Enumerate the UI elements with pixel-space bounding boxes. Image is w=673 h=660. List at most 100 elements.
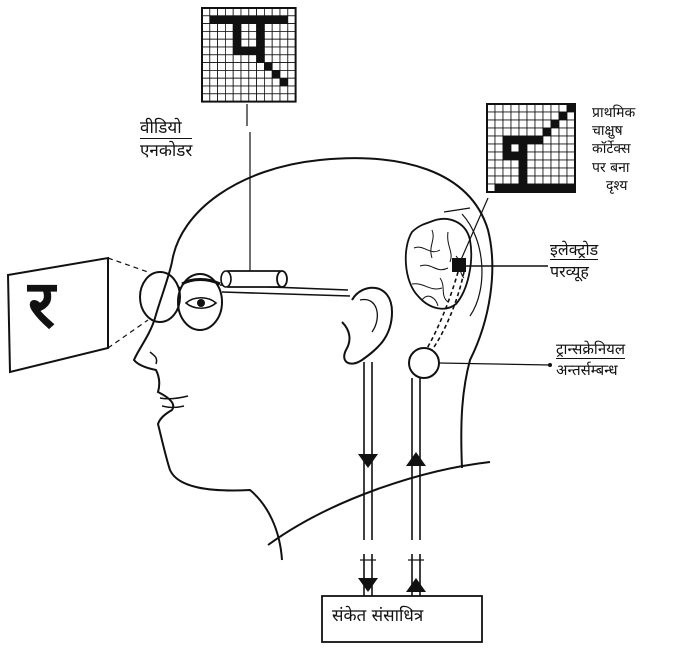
grid-cell	[272, 86, 280, 94]
downlink-cable	[364, 362, 372, 540]
grid-cell	[257, 70, 265, 78]
grid-cell	[567, 176, 575, 184]
grid-cell	[210, 86, 218, 94]
grid-cell	[551, 104, 559, 112]
grid-cell	[233, 8, 241, 16]
grid-cell-on	[543, 128, 551, 136]
grid-cell	[280, 47, 288, 55]
grid-cell	[264, 94, 272, 102]
grid-cell	[202, 8, 210, 16]
grid-cell	[264, 47, 272, 55]
shoulder-line	[268, 462, 490, 545]
grid-cell	[218, 31, 226, 39]
grid-cell	[225, 24, 233, 32]
grid-cell	[543, 136, 551, 144]
cortex-image-grid	[487, 104, 575, 192]
grid-cell-on	[257, 39, 265, 47]
grid-cell	[233, 70, 241, 78]
grid-cell	[225, 63, 233, 71]
glasses-bridge	[178, 287, 180, 288]
grid-cell	[233, 78, 241, 86]
grid-cell	[559, 152, 567, 160]
eyebrow	[182, 280, 220, 285]
grid-cell-on	[567, 104, 575, 112]
grid-cell	[543, 120, 551, 128]
grid-cell	[288, 39, 296, 47]
display-card	[8, 258, 108, 372]
electrode-array-line-2: परव्यूह	[550, 264, 598, 281]
grid-cell	[559, 168, 567, 176]
grid-cell-on	[519, 152, 527, 160]
grid-cell	[527, 104, 535, 112]
grid-cell	[241, 39, 249, 47]
grid-cell	[551, 152, 559, 160]
grid-cell	[487, 144, 495, 152]
cortex-image-line-1: प्राथमिक	[592, 104, 635, 122]
grid-cell	[543, 104, 551, 112]
grid-cell	[551, 112, 559, 120]
video-camera	[226, 271, 282, 287]
grid-cell	[487, 136, 495, 144]
grid-cell	[495, 152, 503, 160]
glasses-lens-left	[140, 272, 180, 322]
grid-cell-on	[551, 184, 559, 192]
grid-cell	[202, 78, 210, 86]
grid-cell-on	[503, 144, 511, 152]
grid-cell-on	[535, 184, 543, 192]
grid-cell	[288, 16, 296, 24]
display-letter: र	[28, 270, 55, 339]
signal-processor-label: संकेत संसाधित्र	[332, 608, 423, 626]
grid-cell	[249, 70, 257, 78]
grid-cell	[535, 120, 543, 128]
transcranial-label: ट्रान्सक्रेनियल अन्तर्सम्बन्ध	[556, 342, 625, 379]
grid-cell	[249, 78, 257, 86]
grid-cell	[559, 136, 567, 144]
grid-cell	[264, 70, 272, 78]
grid-cell	[202, 39, 210, 47]
grid-cell	[202, 16, 210, 24]
grid-cell	[233, 86, 241, 94]
grid-cell-on	[519, 176, 527, 184]
grid-cell	[288, 47, 296, 55]
grid-cell	[272, 78, 280, 86]
grid-cell	[225, 94, 233, 102]
grid-cell-on	[233, 16, 241, 24]
grid-cell	[233, 94, 241, 102]
grid-cell	[503, 160, 511, 168]
grid-cell	[272, 39, 280, 47]
grid-cell	[225, 70, 233, 78]
grid-cell	[225, 8, 233, 16]
grid-cell	[225, 78, 233, 86]
grid-cell-on	[519, 136, 527, 144]
grid-cell	[202, 86, 210, 94]
grid-cell	[535, 144, 543, 152]
video-encoder-line-1: वीडियो	[140, 120, 192, 139]
cortex-boundary	[444, 208, 470, 212]
grid-cell	[567, 128, 575, 136]
grid-cell-on	[495, 184, 503, 192]
grid-cell	[257, 86, 265, 94]
grid-cell	[511, 176, 519, 184]
grid-cell-on	[503, 184, 511, 192]
grid-cell	[218, 39, 226, 47]
grid-cell	[218, 78, 226, 86]
grid-cell-on	[249, 47, 257, 55]
grid-cell-on	[264, 16, 272, 24]
grid-cell	[218, 55, 226, 63]
grid-cell	[241, 78, 249, 86]
pupil	[197, 299, 205, 307]
grid-cell	[288, 55, 296, 63]
grid-cell-on	[551, 120, 559, 128]
grid-cell	[567, 136, 575, 144]
grid-cell	[559, 128, 567, 136]
grid-cell	[543, 152, 551, 160]
camera-back	[221, 271, 231, 287]
arrow-up	[406, 452, 426, 466]
grid-cell	[241, 8, 249, 16]
grid-cell	[551, 128, 559, 136]
video-encoder-label: वीडियो एनकोडर	[140, 120, 192, 161]
grid-cell	[233, 63, 241, 71]
grid-cell	[257, 63, 265, 71]
grid-cell-on	[233, 39, 241, 47]
